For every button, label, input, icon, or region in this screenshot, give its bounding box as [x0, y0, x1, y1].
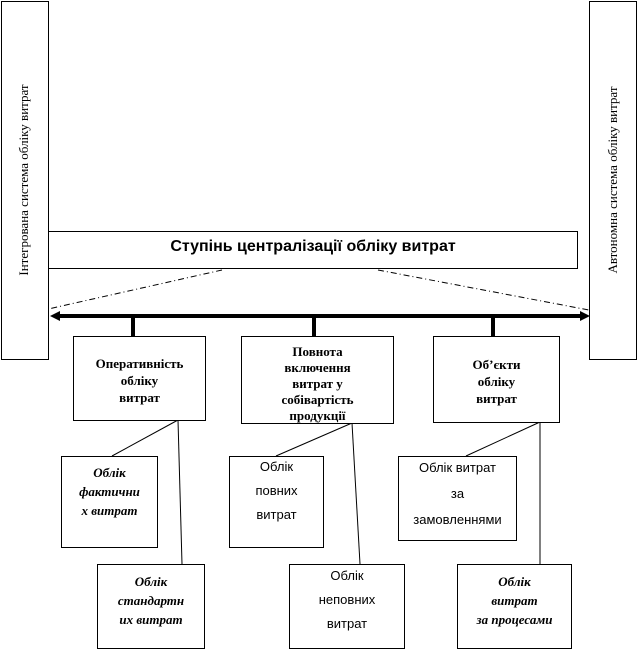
link-standard: [177, 419, 183, 565]
category-box-completeness: [241, 336, 394, 424]
leaf-box-processes: [457, 564, 572, 649]
leaf-box-actual: [61, 456, 158, 548]
header-box: [48, 231, 578, 269]
category-label-objects: Об’єкти обліку витрат: [472, 357, 521, 406]
header-title: Ступінь централізації обліку витрат: [170, 238, 456, 255]
leaf-label-full: Облік повних витрат: [255, 459, 298, 522]
side-label-left: Інтегрована система обліку витрат: [16, 84, 31, 276]
link-actual: [111, 419, 179, 457]
leaf-label-standard: Облік стандартн их витрат: [117, 574, 185, 627]
dashed-arrow-right: [377, 269, 611, 317]
bus-arrow-right: [580, 311, 590, 321]
side-label-right: Автономна система обліку витрат: [605, 86, 620, 274]
link-full: [275, 422, 353, 457]
leaf-label-orders: Облік витрат за замовленнями: [413, 460, 502, 527]
leaf-label-actual: Облік фактични х витрат: [79, 465, 140, 518]
side-box-right: [589, 1, 637, 360]
category-label-completeness: Повнота включення витрат у собівартість …: [281, 344, 354, 423]
side-box-left: [1, 1, 49, 360]
leaf-label-partial: Облік неповних витрат: [318, 568, 376, 631]
leaf-label-processes: Облік витрат за процесами: [476, 574, 553, 627]
leaf-box-partial: [289, 564, 405, 649]
link-orders: [465, 421, 541, 457]
category-label-efficiency: Оперативність обліку витрат: [95, 356, 184, 405]
bus-arrow-left: [50, 311, 60, 321]
leaf-box-standard: [97, 564, 205, 649]
dashed-arrow-left: [25, 269, 223, 317]
leaf-box-full: [229, 456, 324, 548]
link-partial: [351, 422, 361, 565]
category-box-objects: [433, 336, 560, 423]
leaf-box-orders: [398, 456, 517, 541]
category-box-efficiency: [73, 336, 206, 421]
